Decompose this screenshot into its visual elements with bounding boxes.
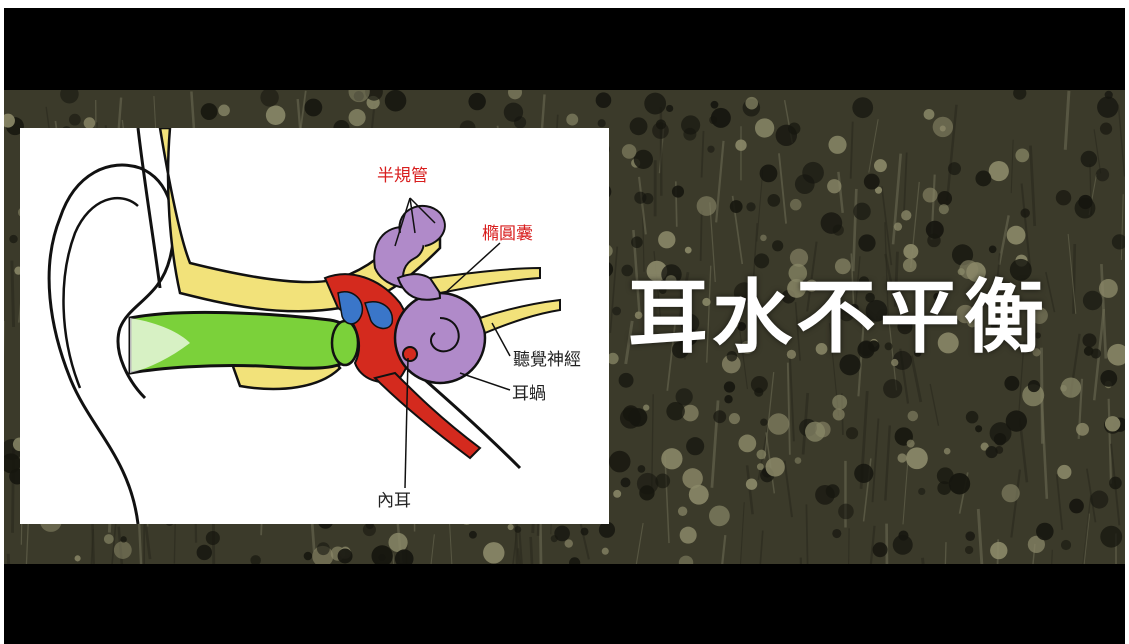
semicircular-canals-label: 半規管 — [377, 166, 428, 186]
inner-ear-label: 內耳 — [377, 491, 411, 511]
ear-anatomy-diagram: 半規管 橢圓囊 聽覺神經 耳蝸 內耳 — [20, 128, 609, 524]
auditory-nerve-label: 聽覺神經 — [513, 350, 581, 370]
cochlea-label: 耳蝸 — [512, 384, 546, 404]
headline-title: 耳水不平衡 — [628, 271, 1048, 364]
utricle-label: 橢圓囊 — [482, 224, 533, 244]
video-frame: 半規管 橢圓囊 聽覺神經 耳蝸 內耳 耳水不平衡 — [4, 8, 1125, 644]
ear-illustration — [47, 128, 561, 524]
